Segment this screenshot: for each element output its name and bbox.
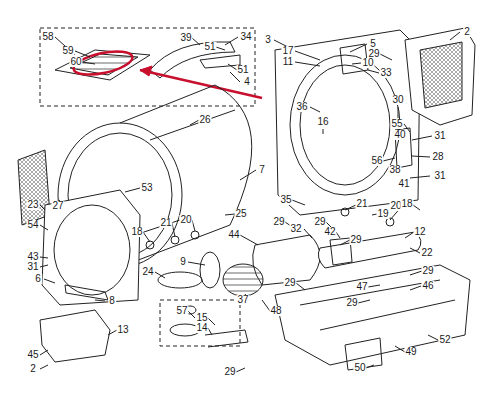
belt — [158, 272, 202, 288]
duct — [40, 310, 110, 362]
callout-number: 29 — [272, 217, 285, 227]
callout-number: 35 — [279, 195, 292, 205]
callout-number: 54 — [26, 220, 39, 230]
callout-number: 3 — [264, 35, 272, 45]
callout-number: 6 — [34, 274, 42, 284]
duct-cover — [405, 28, 475, 125]
callout-number: 51 — [236, 65, 249, 75]
callout-number: 26 — [198, 115, 211, 125]
callout-number: 40 — [393, 130, 406, 140]
group-box — [160, 300, 240, 346]
callout-number: 29 — [283, 278, 296, 288]
callout-number: 16 — [316, 117, 329, 127]
callout-number: 37 — [236, 295, 249, 305]
callout-number: 45 — [26, 350, 39, 360]
callout-number: 9 — [179, 257, 187, 267]
bracket — [150, 42, 235, 78]
callout-number: 49 — [404, 347, 417, 357]
callout-number: 59 — [61, 46, 74, 56]
callout-number: 31 — [433, 131, 446, 141]
base-pan — [275, 265, 470, 365]
callout-number: 53 — [140, 183, 153, 193]
callout-number: 2 — [463, 27, 471, 37]
callout-number: 25 — [234, 209, 247, 219]
callout-number: 43 — [26, 252, 39, 262]
callout-number: 44 — [227, 230, 240, 240]
callout-number: 36 — [295, 102, 308, 112]
callout-number: 18 — [130, 227, 143, 237]
callout-number: 15 — [195, 313, 208, 323]
callout-number: 55 — [390, 119, 403, 129]
rear-bulkhead — [275, 30, 420, 215]
callout-number: 4 — [243, 77, 251, 87]
callout-number: 57 — [175, 306, 188, 316]
callout-number: 12 — [413, 227, 426, 237]
callout-number: 52 — [438, 335, 451, 345]
callout-number: 33 — [379, 68, 392, 78]
callout-number: 5 — [369, 39, 377, 49]
callout-number: 41 — [397, 179, 410, 189]
callout-number: 14 — [195, 323, 208, 333]
callout-number: 17 — [281, 46, 294, 56]
callout-number: 21 — [355, 199, 368, 209]
callout-number: 58 — [41, 32, 54, 42]
callout-number: 11 — [282, 57, 294, 67]
callout-number: 20 — [179, 215, 192, 225]
callout-number: 47 — [355, 282, 368, 292]
callout-number: 30 — [391, 95, 404, 105]
callout-number: 50 — [353, 363, 366, 373]
callout-number: 2 — [29, 364, 37, 374]
callout-number: 46 — [421, 281, 434, 291]
callout-number: 38 — [388, 165, 401, 175]
callout-number: 23 — [26, 200, 39, 210]
callout-number: 21 — [159, 218, 172, 228]
callout-number: 29 — [345, 298, 358, 308]
callout-number: 19 — [376, 209, 389, 219]
callout-number: 27 — [51, 201, 64, 211]
callout-number: 22 — [420, 248, 433, 258]
blower-wheel — [223, 264, 263, 296]
callout-number: 28 — [431, 152, 444, 162]
callout-number: 29 — [421, 266, 434, 276]
callout-number: 39 — [179, 33, 192, 43]
group-box — [40, 28, 255, 106]
callout-number: 7 — [258, 165, 266, 175]
callout-number: 42 — [323, 227, 336, 237]
callout-number: 29 — [349, 235, 362, 245]
callout-number: 32 — [289, 224, 302, 234]
callout-number: 34 — [239, 32, 252, 42]
callout-number: 29 — [223, 367, 236, 377]
callout-number: 60 — [69, 57, 82, 67]
callout-number: 13 — [116, 325, 129, 335]
front-bulkhead — [42, 190, 140, 305]
callout-number: 8 — [108, 296, 116, 306]
callout-number: 56 — [370, 156, 383, 166]
callout-number: 31 — [433, 171, 446, 181]
callout-number: 51 — [203, 42, 216, 52]
callout-number: 31 — [26, 262, 39, 272]
callout-number: 10 — [361, 58, 374, 68]
callout-number: 24 — [141, 267, 154, 277]
callout-number: 29 — [313, 217, 326, 227]
callout-number: 48 — [269, 306, 282, 316]
callout-number: 18 — [400, 199, 413, 209]
